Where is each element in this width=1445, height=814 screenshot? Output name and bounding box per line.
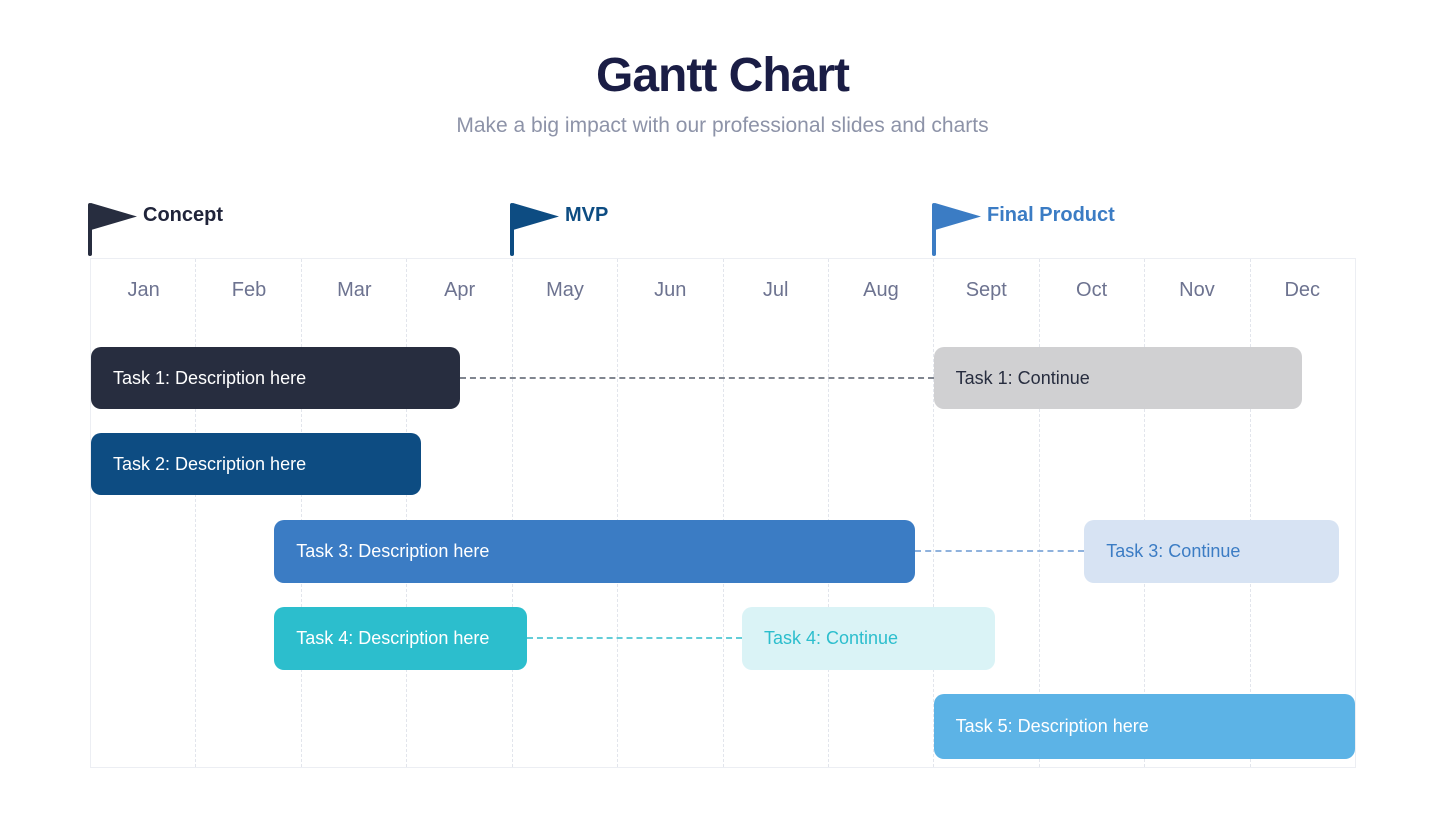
month-label: Apr	[444, 279, 476, 301]
task-bar-label: Task 2: Description here	[113, 453, 307, 474]
grid-column	[511, 259, 617, 767]
month-axis: Jan Feb Mar Apr May Jun Jul Aug Sept Oct…	[91, 259, 1355, 319]
task-bar-label: Task 5: Description here	[955, 716, 1149, 736]
flag-icon	[513, 203, 559, 230]
milestone-label: MVP	[565, 204, 609, 226]
month-label: Sept	[965, 279, 1007, 301]
grid-column	[1144, 259, 1249, 767]
grid-column	[406, 259, 511, 767]
month-label: Oct	[1076, 279, 1108, 301]
task-bar-task1: Task 1: Description here	[91, 347, 460, 409]
flag-pole	[510, 203, 514, 256]
task-bar-task3: Task 3: Description here	[274, 520, 915, 583]
month-label: Dec	[1284, 279, 1321, 301]
milestone-label: Final Product	[987, 204, 1115, 226]
task-bar-task4-continue: Task 4: Continue	[741, 607, 995, 670]
grid-column	[827, 259, 933, 767]
month-grid	[91, 259, 1355, 767]
task3-connector-line	[914, 550, 1085, 552]
task-bar-label: Task 4: Description here	[296, 628, 490, 648]
flag-pole	[88, 203, 92, 256]
gantt-chart-area: Jan Feb Mar Apr May Jun Jul Aug Sept Oct…	[90, 258, 1356, 768]
grid-column	[300, 259, 406, 767]
grid-column	[933, 259, 1038, 767]
grid-column	[1249, 259, 1355, 767]
task-bar-label: Task 4: Continue	[763, 628, 899, 648]
month-label: Mar	[337, 279, 372, 301]
task4-connector-line	[527, 637, 742, 639]
grid-column	[722, 259, 828, 767]
grid-column	[617, 259, 722, 767]
month-label: Feb	[231, 279, 267, 301]
task1-connector-line	[459, 377, 934, 379]
flag-pole	[932, 203, 936, 256]
task-bar-label: Task 3: Continue	[1106, 541, 1241, 561]
flag-icon	[935, 203, 981, 230]
month-label: Nov	[1179, 279, 1215, 301]
month-label: Jan	[127, 279, 160, 301]
month-label: May	[546, 279, 584, 301]
task-bar-task1-continue: Task 1: Continue	[933, 347, 1303, 409]
task-bar-label: Task 1: Continue	[955, 367, 1090, 388]
task-bar-task4: Task 4: Description here	[274, 607, 528, 670]
task-bar-label: Task 3: Description here	[296, 541, 490, 561]
task-bar-task2: Task 2: Description here	[91, 433, 421, 495]
page-subtitle: Make a big impact with our professional …	[456, 114, 989, 137]
month-label: Jul	[762, 279, 789, 301]
task-bar-label: Task 1: Description here	[113, 367, 307, 388]
grid-column	[1038, 259, 1144, 767]
task-bar-task5: Task 5: Description here	[933, 694, 1355, 759]
grid-column	[195, 259, 300, 767]
milestone-label: Concept	[143, 204, 223, 226]
page-title: Gantt Chart	[596, 49, 850, 102]
flag-icon	[91, 203, 137, 230]
grid-column	[91, 259, 195, 767]
month-label: Jun	[654, 279, 687, 301]
month-label: Aug	[863, 279, 899, 301]
task-bar-task3-continue: Task 3: Continue	[1084, 520, 1340, 583]
